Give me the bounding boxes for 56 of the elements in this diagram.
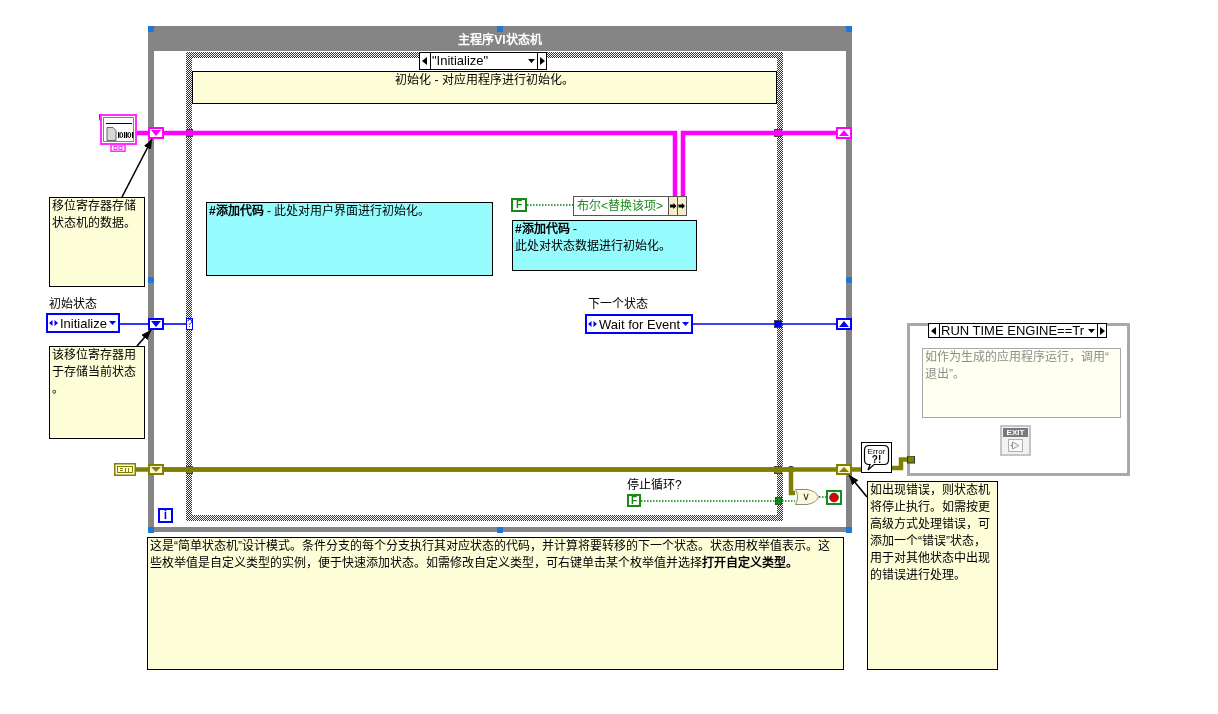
gate-symbol: ∨ — [802, 490, 811, 503]
comment-note: #添加代码 - 此处对用户界面进行初始化。 — [206, 202, 493, 276]
label-text: 初始状态 — [49, 297, 97, 311]
bundle-by-name-node — [573, 196, 687, 216]
shift-register — [836, 318, 852, 330]
leader-arrow — [136, 329, 152, 347]
stop-terminal — [826, 490, 842, 505]
wire — [164, 467, 797, 496]
label-text: 下一个状态 — [588, 297, 648, 311]
boolean-constant: F — [511, 198, 527, 212]
wire — [164, 130, 678, 196]
wire — [137, 130, 148, 136]
leader-arrow — [121, 138, 153, 198]
comment-note: 该移位寄存器用于存储当前状态。 — [49, 346, 145, 439]
shift-register — [148, 127, 164, 139]
selector-terminal: ? — [186, 318, 193, 330]
cluster-constant — [99, 114, 137, 152]
icon-text: EXIT — [1003, 428, 1028, 437]
label-text: 停止循环? — [627, 478, 682, 492]
wire — [692, 323, 837, 325]
comment-note: 初始化 - 对应用程序进行初始化。 — [192, 71, 777, 104]
enum-value: Wait for Event — [599, 316, 681, 332]
loop-title: 主程序VI状态机 — [458, 32, 542, 48]
shift-register — [148, 464, 164, 475]
case-structure — [907, 323, 1130, 476]
wire — [818, 496, 827, 498]
error-cluster-constant — [114, 463, 136, 476]
wire — [680, 130, 836, 196]
icon-text: ?! — [871, 455, 882, 465]
wire — [892, 455, 915, 471]
comment-note: 这是“简单状态机”设计模式。条件分支的每个分支执行其对应状态的代码，并计算将要转移的下一个状态。状态用枚举值表示。这些枚举值是自定义类型的实例，便于快速添加状态。如需修改自定义类型，可右键单击某个枚举值并选择打开自定义类型。 — [147, 537, 844, 670]
element-name: 布尔<替换该项> — [576, 198, 664, 215]
while-loop — [148, 26, 852, 532]
wire — [526, 204, 574, 206]
comment-note: #添加代码 - 此处对状态数据进行初始化。 — [512, 220, 697, 271]
selector-value: "Initialize" — [431, 53, 490, 69]
wire — [136, 467, 148, 472]
wire — [852, 467, 861, 472]
iteration-terminal: i — [158, 508, 173, 523]
wire — [163, 323, 187, 325]
or-gate — [795, 489, 819, 505]
enum-value: Initialize — [60, 315, 108, 331]
wire — [640, 500, 796, 502]
shift-register — [148, 318, 164, 330]
icon-text: Error — [867, 446, 886, 456]
wire — [119, 323, 149, 325]
error-handler-node — [861, 442, 892, 473]
comment-note: 移位寄存器存储状态机的数据。 — [49, 197, 145, 287]
leader-arrow — [848, 474, 868, 498]
comment-note: 如出现错误，则状态机将停止执行。如需按更高级方式处理错误，可添加一个“错误”状态，用于对其他状态中出现的错误进行处理。 — [867, 481, 998, 670]
selector-value: RUN TIME ENGINE==Tr — [940, 324, 1086, 337]
shift-register — [836, 127, 852, 139]
comment-note: 如作为生成的应用程序运行，调用“退出”。 — [922, 348, 1121, 418]
exit-icon-node — [1000, 425, 1031, 456]
boolean-constant: F — [627, 494, 641, 507]
shift-register — [836, 464, 852, 475]
